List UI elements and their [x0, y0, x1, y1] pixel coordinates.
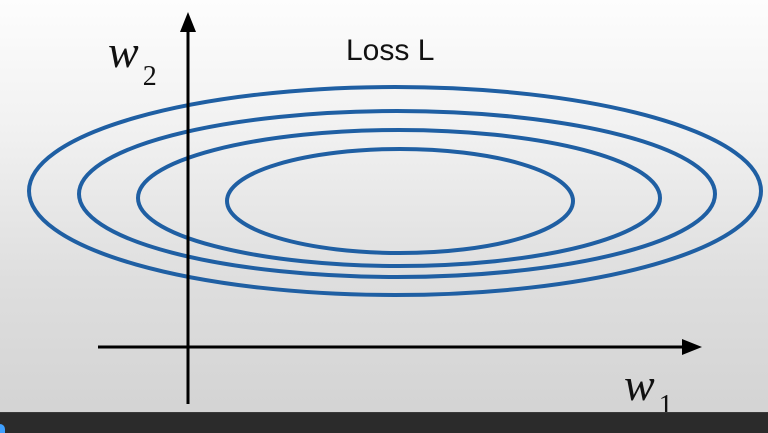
x-axis-arrowhead — [682, 339, 702, 355]
x-axis-variable: w — [624, 359, 655, 410]
y-axis-variable: w — [108, 26, 139, 77]
contour-third — [136, 128, 662, 268]
x-axis-label: w 1 — [624, 359, 673, 412]
loss-contour-diagram: Loss L w 2 w 1 — [27, 12, 763, 412]
contour-outer — [27, 85, 763, 297]
diagram-title: Loss L — [346, 34, 434, 67]
y-axis-arrowhead — [180, 12, 196, 32]
contour-inner — [225, 147, 575, 255]
video-player-bar[interactable] — [0, 412, 768, 433]
y-axis-label: w 2 — [108, 26, 157, 92]
contour-second — [77, 109, 717, 279]
progress-indicator[interactable] — [0, 424, 5, 433]
x-axis-subscript: 1 — [659, 390, 673, 412]
y-axis-subscript: 2 — [143, 61, 157, 92]
